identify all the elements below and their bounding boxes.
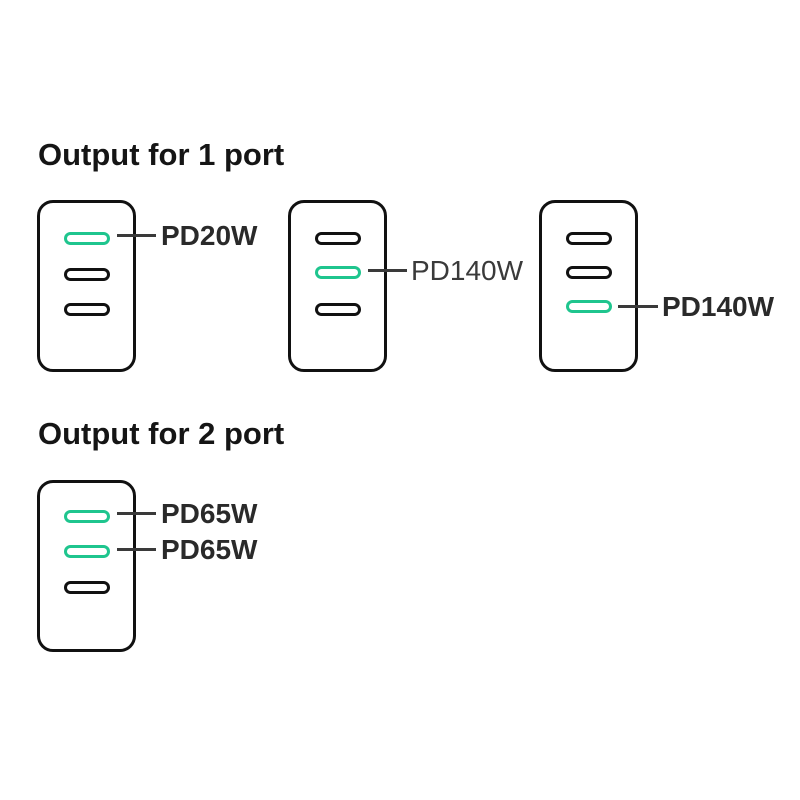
connector-line: [368, 269, 407, 272]
usb-c-port-2: [64, 268, 110, 281]
charger-2: [288, 200, 387, 372]
charger-3: [539, 200, 638, 372]
section-title-2-port: Output for 2 port: [38, 416, 285, 451]
connector-line: [117, 512, 156, 515]
usb-c-port-3: [315, 303, 361, 316]
section-title-1-port: Output for 1 port: [38, 137, 285, 172]
charger-1: [37, 200, 136, 372]
usb-c-port-1-active: [64, 232, 110, 245]
usb-c-port-2: [566, 266, 612, 279]
usb-c-port-2-active: [315, 266, 361, 279]
connector-line: [117, 234, 156, 237]
port-label-pd140w: PD140W: [662, 291, 775, 322]
usb-c-port-3: [64, 303, 110, 316]
usb-c-port-3-active: [566, 300, 612, 313]
port-label-pd140w: PD140W: [411, 255, 524, 286]
connector-line: [117, 548, 156, 551]
connector-line: [618, 305, 658, 308]
port-label-pd20w: PD20W: [161, 220, 258, 251]
usb-c-port-3: [64, 581, 110, 594]
usb-c-port-1: [566, 232, 612, 245]
port-label-pd65w: PD65W: [161, 534, 258, 565]
port-label-pd65w: PD65W: [161, 498, 258, 529]
usb-c-port-1: [315, 232, 361, 245]
usb-c-port-1-active: [64, 510, 110, 523]
usb-c-port-2-active: [64, 545, 110, 558]
charger-4: [37, 480, 136, 652]
